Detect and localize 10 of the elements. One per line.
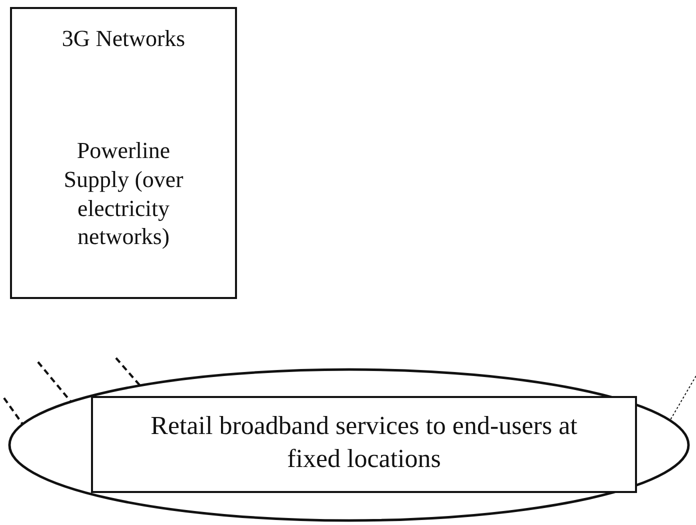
text-box	[10, 7, 237, 299]
text-box	[91, 396, 637, 493]
dashed-line	[37, 361, 72, 402]
dashed-line	[115, 357, 141, 386]
label-text: Retail broadband services to end-users at fixed locations	[150, 410, 578, 474]
dashed-line	[3, 397, 24, 425]
ellipse-shape	[8, 368, 690, 522]
dashed-line	[670, 376, 696, 421]
label-text: Powerline Supply (over electricity networks)	[62, 137, 184, 252]
heading: 3G Networks	[60, 25, 186, 53]
